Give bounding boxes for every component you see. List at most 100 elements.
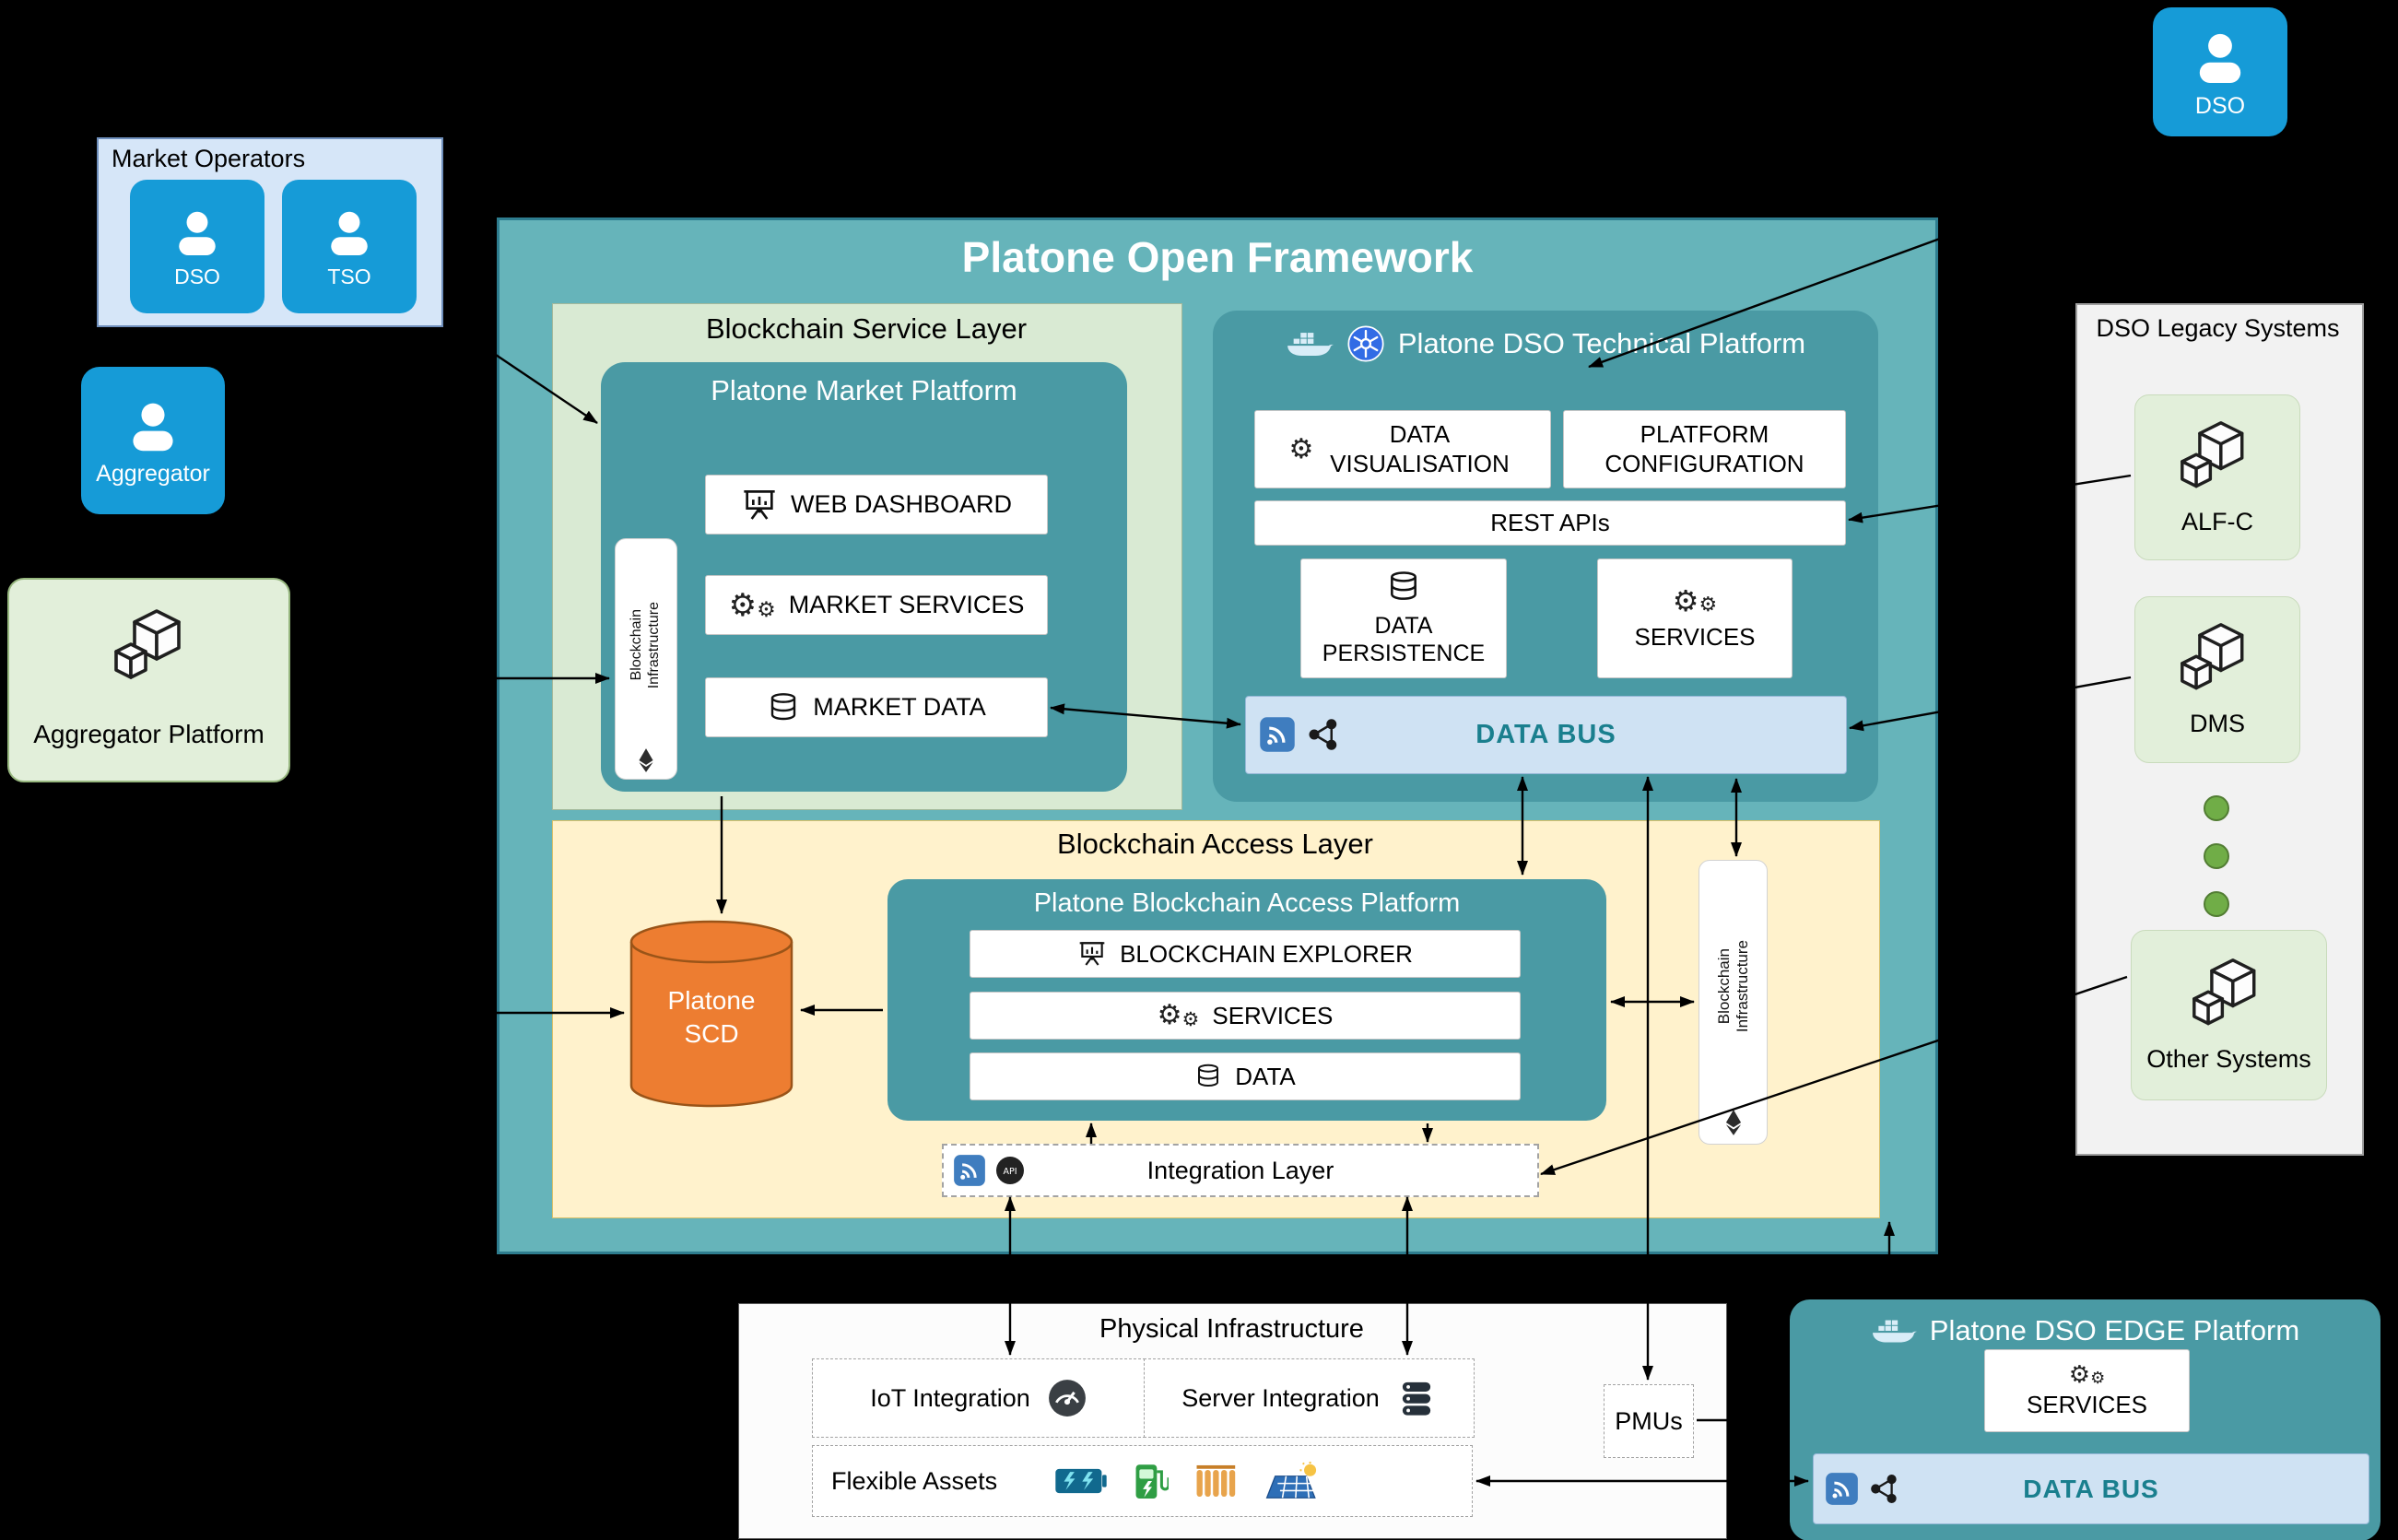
market-platform-title: Platone Market Platform [711, 374, 1017, 406]
market-services-box: ⚙⚙ MARKET SERVICES [705, 575, 1048, 635]
dso-services-box: ⚙⚙ SERVICES [1597, 558, 1793, 678]
edge-data-bus-label: DATA BUS [2023, 1474, 2159, 1503]
pmus-box: PMUs [1604, 1384, 1694, 1458]
gauge-icon [1047, 1378, 1087, 1418]
market-operators-title: Market Operators [112, 145, 306, 172]
person-icon [121, 394, 185, 459]
ethereum-icon [1724, 1109, 1743, 1136]
dashboard-icon [1077, 939, 1107, 969]
ellipsis-dot [2204, 843, 2229, 869]
iot-integration-label: IoT Integration [870, 1383, 1030, 1412]
access-data-box: DATA [970, 1052, 1521, 1100]
scd-label-line2: SCD [684, 1019, 739, 1048]
person-icon [2187, 25, 2253, 91]
market-infra-line2: Infrastructure [646, 601, 662, 689]
dso-platform-title-row: Platone DSO Technical Platform [1213, 324, 1878, 363]
legacy-other-systems-label: Other Systems [2146, 1045, 2311, 1073]
ellipsis-dot [2204, 795, 2229, 821]
database-icon [1194, 1063, 1222, 1090]
market-services-label: MARKET SERVICES [788, 591, 1025, 618]
legacy-dms: DMS [2134, 596, 2300, 763]
access-data-label: DATA [1235, 1062, 1296, 1090]
tso-operator-label: TSO [327, 265, 371, 288]
docker-icon [1286, 326, 1334, 361]
flexible-assets-label: Flexible Assets [831, 1466, 998, 1495]
ethereum-icon [638, 747, 654, 773]
data-persistence-box: DATA PERSISTENCE [1300, 558, 1507, 678]
rest-apis-bar: REST APIs [1254, 500, 1846, 546]
dashboard-icon [741, 487, 778, 523]
aggregator-actor-card: Aggregator [81, 367, 225, 514]
edge-services-box: ⚙⚙ SERVICES [1984, 1349, 2190, 1432]
gears-icon: ⚙⚙ [2068, 1360, 2106, 1389]
dso-data-bus: DATA BUS [1245, 696, 1847, 774]
legacy-dms-label: DMS [2190, 710, 2245, 737]
radiator-icon [1194, 1464, 1239, 1499]
docker-icon [1871, 1314, 1917, 1347]
legacy-alfc-label: ALF-C [2181, 507, 2253, 535]
cubes-icon [109, 607, 197, 688]
service-layer-title: Blockchain Service Layer [705, 312, 1028, 345]
integration-layer-label: Integration Layer [1146, 1156, 1334, 1184]
ellipsis-dot [2204, 891, 2229, 917]
legacy-alfc: ALF-C [2134, 394, 2300, 560]
platform-configuration-box: PLATFORM CONFIGURATION [1563, 410, 1846, 488]
cubes-icon [2187, 957, 2272, 1034]
edge-platform-title: Platone DSO EDGE Platform [1929, 1314, 2300, 1346]
server-integration-box: Server Integration [1144, 1358, 1475, 1438]
flexible-assets-icons [1054, 1461, 1320, 1501]
platone-scd-cylinder [629, 920, 793, 1108]
gears-icon: ⚙⚙ [1672, 582, 1718, 618]
market-data-box: MARKET DATA [705, 677, 1048, 737]
dso-operator-card: DSO [130, 180, 264, 313]
nodes-icon [1305, 716, 1342, 753]
access-infra-line2: Infrastructure [1733, 940, 1751, 1033]
dso-legacy-systems-title: DSO Legacy Systems [2096, 314, 2340, 342]
mqtt-icon [1825, 1472, 1859, 1506]
market-blockchain-infrastructure: Blockchain Infrastructure [615, 538, 677, 780]
scd-label-line1: Platone [667, 986, 756, 1015]
iot-integration-box: IoT Integration [812, 1358, 1146, 1438]
data-visualisation-box: ⚙ DATA VISUALISATION [1254, 410, 1551, 488]
data-persistence-label: DATA PERSISTENCE [1322, 613, 1486, 666]
access-layer-title: Blockchain Access Layer [1057, 828, 1373, 860]
database-icon [1386, 570, 1421, 605]
aggregator-platform-card: Aggregator Platform [7, 578, 290, 782]
platone-scd-label: Platone SCD [629, 984, 794, 1051]
access-blockchain-infrastructure: Blockchain Infrastructure [1699, 860, 1768, 1145]
server-icon [1396, 1378, 1437, 1418]
physical-infrastructure-title: Physical Infrastructure [1099, 1314, 1364, 1344]
platform-configuration-label: PLATFORM CONFIGURATION [1605, 420, 1804, 477]
dso-platform-title: Platone DSO Technical Platform [1397, 327, 1806, 359]
market-data-label: MARKET DATA [813, 693, 986, 721]
aggregator-platform-label: Aggregator Platform [33, 720, 264, 748]
data-visualisation-label: DATA VISUALISATION [1330, 420, 1510, 477]
cubes-icon [2175, 621, 2260, 699]
legacy-other-systems: Other Systems [2131, 930, 2327, 1100]
battery-icon [1054, 1463, 1108, 1499]
market-operators-group: Market Operators DSO TSO [97, 137, 443, 327]
market-infra-line1: Blockchain [629, 609, 645, 681]
mqtt-icon [1259, 716, 1296, 753]
gears-icon: ⚙⚙ [728, 586, 776, 624]
person-icon [168, 204, 227, 263]
server-integration-label: Server Integration [1181, 1383, 1380, 1412]
api-icon [995, 1156, 1025, 1185]
web-dashboard-box: WEB DASHBOARD [705, 475, 1048, 535]
access-services-box: ⚙⚙ SERVICES [970, 992, 1521, 1040]
flexible-assets-box: Flexible Assets [812, 1445, 1473, 1517]
blockchain-explorer-label: BLOCKCHAIN EXPLORER [1120, 939, 1413, 968]
edge-platform-title-row: Platone DSO EDGE Platform [1790, 1314, 2380, 1347]
web-dashboard-label: WEB DASHBOARD [790, 490, 1013, 518]
gears-icon: ⚙⚙ [1157, 999, 1200, 1031]
dso-actor-card: DSO [2153, 7, 2287, 136]
edge-services-label: SERVICES [2026, 1390, 2147, 1418]
solar-panel-icon [1264, 1462, 1320, 1500]
mqtt-icon [953, 1154, 986, 1187]
dso-operator-label: DSO [174, 265, 220, 288]
aggregator-actor-label: Aggregator [96, 460, 210, 487]
dso-actor-label: DSO [2194, 92, 2246, 119]
pmus-label: PMUs [1615, 1406, 1683, 1435]
edge-data-bus: DATA BUS [1813, 1453, 2369, 1524]
